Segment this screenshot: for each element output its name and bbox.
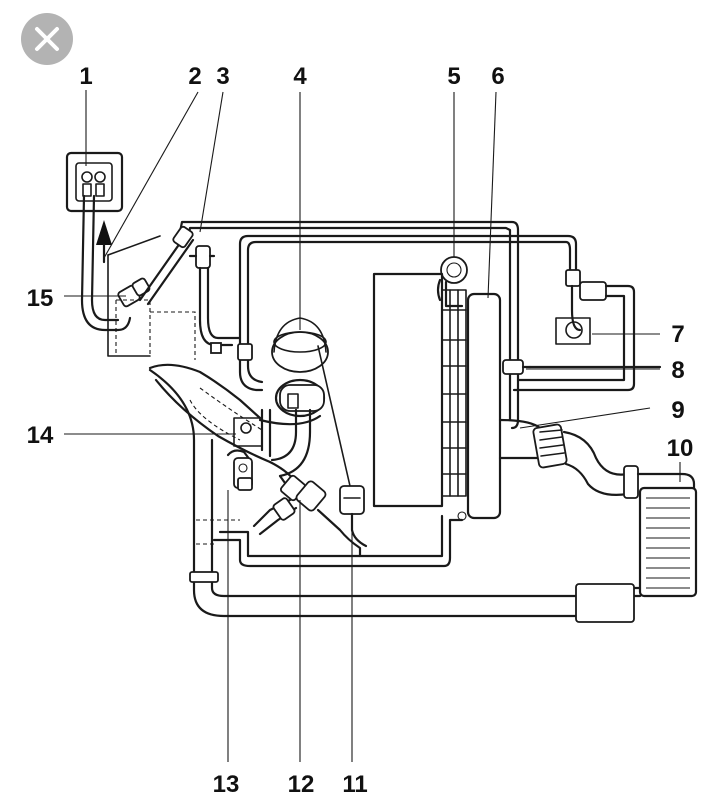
label-7: 7 [671, 321, 684, 348]
label-11: 11 [342, 771, 367, 798]
label-1: 1 [79, 63, 92, 90]
flow-arrow [96, 220, 112, 264]
label-9: 9 [671, 397, 684, 424]
diagram-labels: 1 2 3 4 5 6 7 8 9 10 11 12 13 14 15 [27, 63, 694, 798]
air-filter-housing [107, 235, 196, 360]
component-13-valve [196, 449, 464, 568]
label-2: 2 [188, 63, 201, 90]
radiator [372, 272, 502, 521]
label-3: 3 [216, 63, 229, 90]
turbocharger [148, 343, 326, 478]
label-6: 6 [491, 63, 504, 90]
close-icon [35, 27, 59, 51]
leader-lines [64, 90, 681, 762]
label-15: 15 [27, 285, 54, 312]
component-15-hose [80, 194, 151, 332]
component-3-fitting [138, 225, 242, 354]
label-12: 12 [288, 771, 315, 798]
label-4: 4 [293, 63, 307, 90]
close-button[interactable] [21, 13, 73, 65]
intercooler-pipes [498, 418, 698, 598]
label-8: 8 [671, 357, 684, 384]
label-14: 14 [27, 422, 54, 449]
component-8-valve [502, 359, 662, 375]
top-vacuum-lines [178, 220, 578, 430]
label-10: 10 [667, 435, 694, 462]
component-7-solenoid [512, 269, 636, 392]
component-12-connector [252, 460, 327, 536]
label-13: 13 [213, 771, 240, 798]
label-5: 5 [447, 63, 460, 90]
bottom-charge-pipe [148, 368, 642, 623]
